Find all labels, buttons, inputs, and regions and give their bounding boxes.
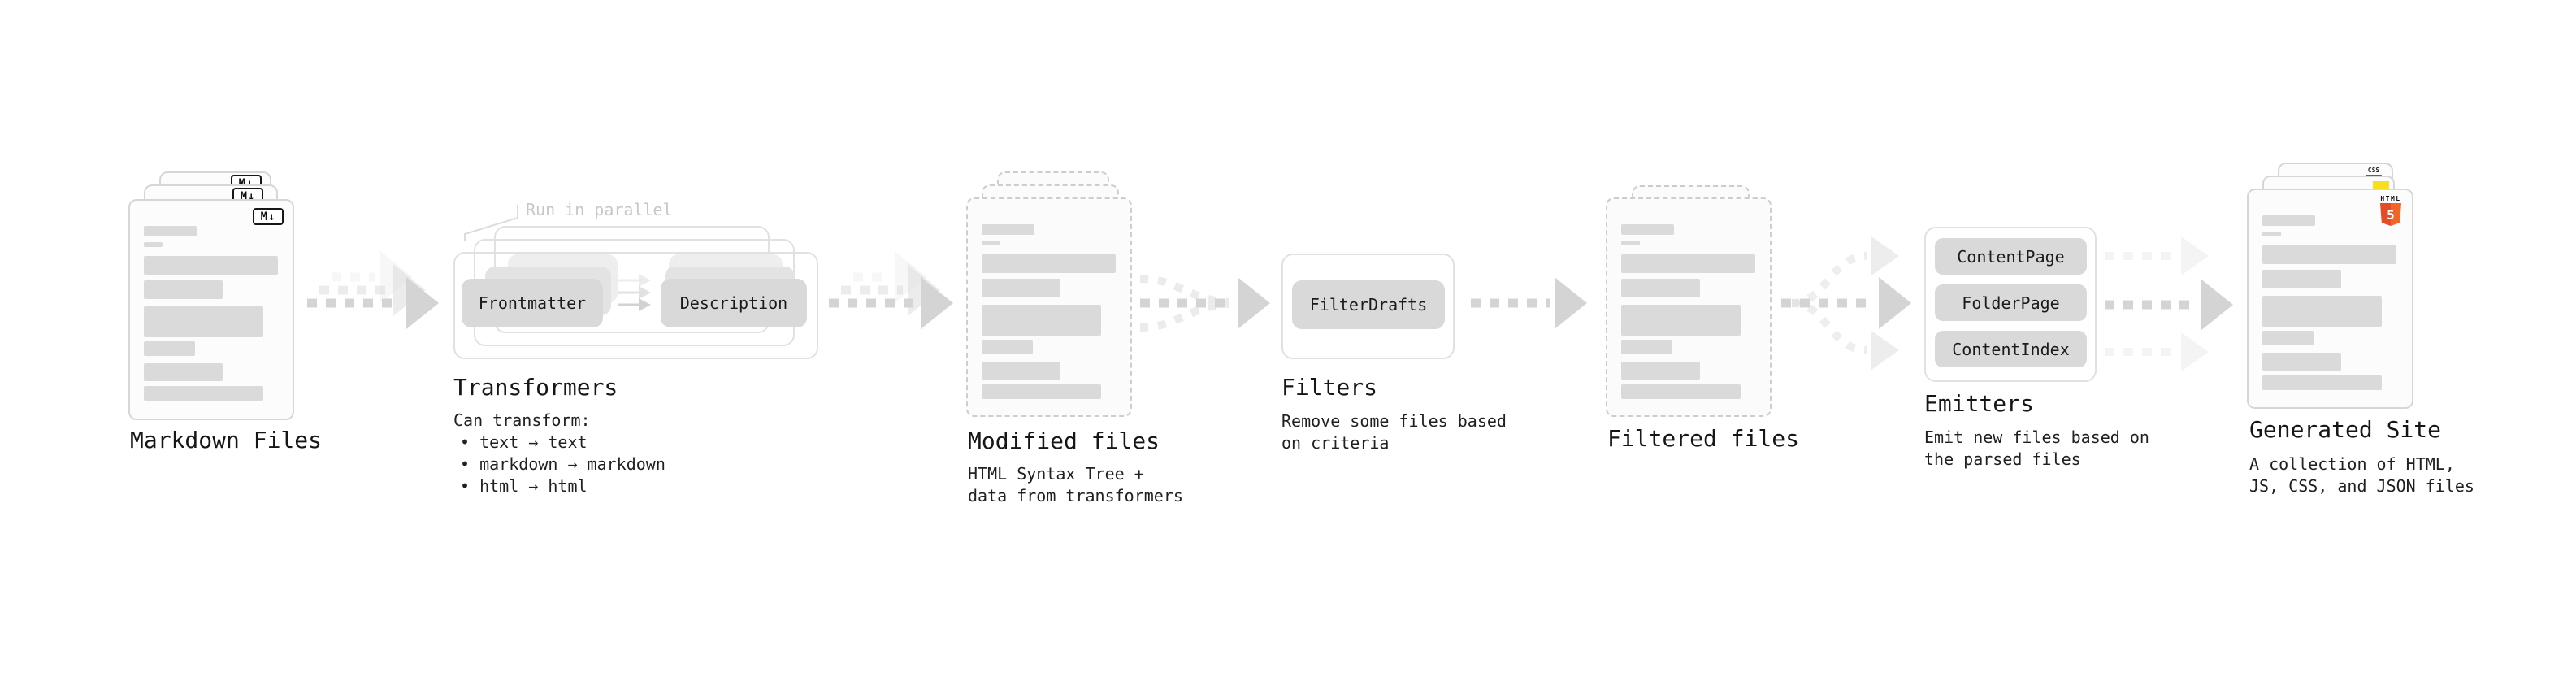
transformers-bullet-2: • markdown → markdown [460, 454, 666, 474]
arrow-transformers-to-modified [829, 251, 953, 329]
generated-site-caption: A collection of HTML, JS, CSS, and JSON … [2249, 454, 2474, 496]
generated-file-card: HTML 5 [2247, 189, 2413, 409]
arrow-filters-to-filtered [1471, 277, 1587, 329]
modified-file-card [966, 197, 1132, 417]
markdown-file-card: M↓ [128, 199, 294, 420]
document-text-lines [2249, 190, 2412, 407]
emitters-caption: Emit new files based on the parsed files [1924, 427, 2149, 469]
document-text-lines [968, 199, 1130, 415]
emitters-label: Emitters [1924, 390, 2034, 417]
transformers-bullet-1: • text → text [460, 432, 588, 452]
transformers-bullet-3: • html → html [460, 476, 588, 496]
filtered-file-card [1606, 197, 1772, 417]
document-text-lines [130, 201, 293, 419]
generated-site-label: Generated Site [2249, 416, 2442, 443]
arrow-emitters-to-generated [2105, 236, 2233, 371]
transformer-run-box [453, 252, 818, 359]
description-pill: Description [661, 279, 807, 327]
filterdrafts-pill: FilterDrafts [1292, 280, 1445, 329]
modified-files-label: Modified files [968, 427, 1160, 454]
filters-label: Filters [1281, 374, 1378, 401]
folderpage-pill: FolderPage [1935, 284, 2087, 321]
modified-files-caption: HTML Syntax Tree + data from transformer… [968, 464, 1183, 505]
markdown-files-label: Markdown Files [130, 427, 323, 453]
markdown-icon: M↓ [253, 208, 284, 225]
filters-caption: Remove some files based on criteria [1281, 411, 1507, 453]
run-in-parallel-annotation: Run in parallel [526, 200, 673, 219]
arrow-markdown-to-transformers [307, 251, 439, 329]
frontmatter-pill: Frontmatter [462, 279, 603, 327]
filtered-files-label: Filtered files [1607, 425, 1800, 452]
js-file-icon [2373, 181, 2389, 190]
contentpage-pill: ContentPage [1935, 238, 2087, 275]
contentindex-pill: ContentIndex [1935, 331, 2087, 367]
html5-icon: HTML 5 [2380, 195, 2401, 226]
arrow-filtered-to-emitters [1781, 236, 1911, 370]
document-text-lines [1607, 199, 1770, 415]
transformers-caption-title: Can transform: [453, 410, 591, 430]
arrow-modified-to-filters [1139, 275, 1270, 332]
transformers-label: Transformers [453, 374, 618, 401]
